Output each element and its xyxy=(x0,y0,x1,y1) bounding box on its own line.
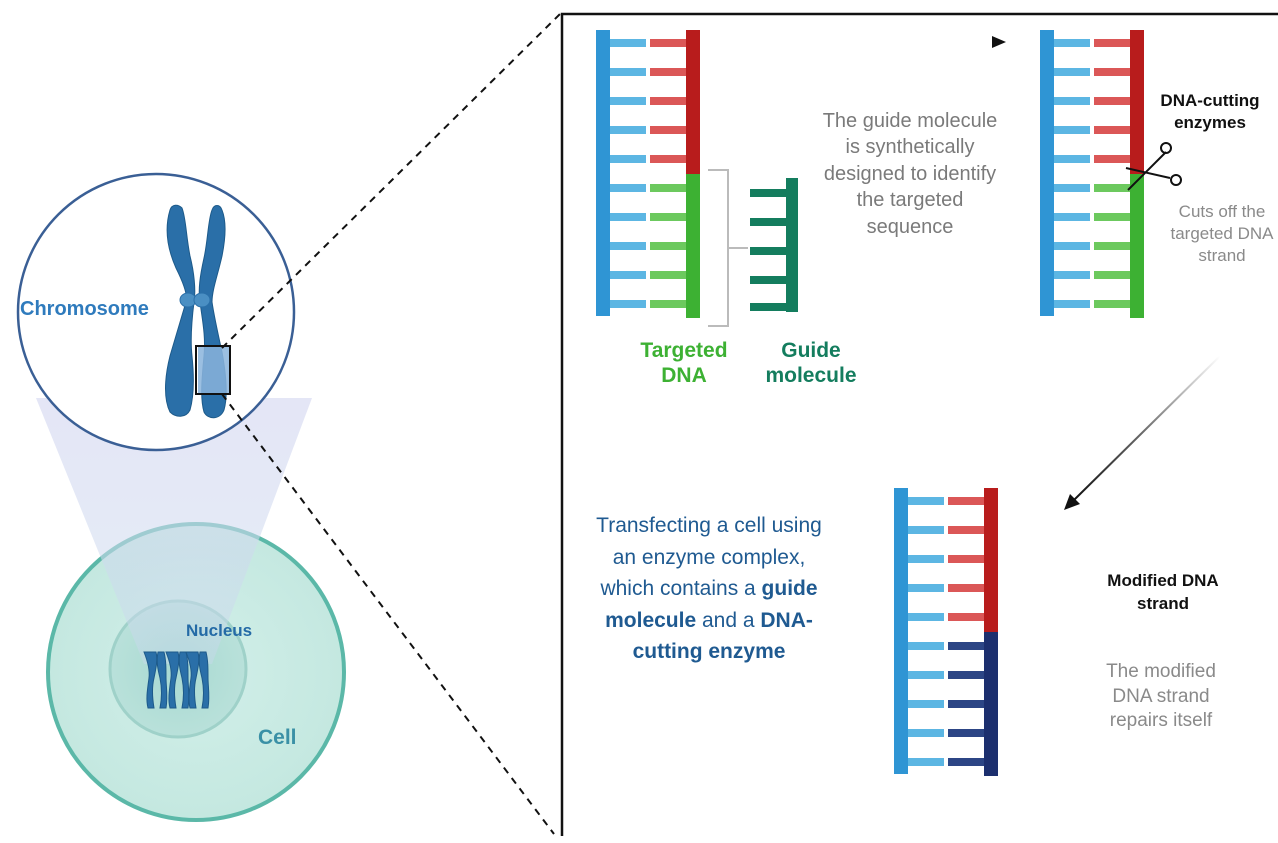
nucleus-chromosomes xyxy=(143,651,210,709)
dna-modified xyxy=(894,488,998,776)
chromosome xyxy=(165,204,230,419)
repairs-itself-description: The modified DNA strand repairs itself xyxy=(1106,661,1216,732)
zoom-panel-frame xyxy=(560,12,1278,836)
transfection-guide: guide molecule xyxy=(605,577,818,632)
selection-box xyxy=(195,345,231,395)
dna-targeted xyxy=(596,30,700,318)
guide-molecule-shape xyxy=(750,178,798,312)
cuts-off-description: Cuts off the targeted DNA strand xyxy=(1170,202,1274,266)
guide-description: The guide molecule is synthetically desi… xyxy=(822,110,998,238)
transfection-part2: and a xyxy=(696,608,761,632)
arrow-right-icon xyxy=(748,36,1006,48)
zoom-cone xyxy=(36,398,312,664)
arrow-down-left-icon xyxy=(1064,355,1221,510)
scissors-icon xyxy=(1125,142,1182,191)
zoom-line-top xyxy=(221,13,561,349)
nucleus-label: Nucleus xyxy=(186,621,253,640)
dna-cut xyxy=(1040,30,1144,318)
dna-cutting-enzymes-label: DNA-cutting enzymes xyxy=(1160,91,1260,133)
transfection-part1: Transfecting a cell using an enzyme comp… xyxy=(596,514,822,600)
cell-label: Cell xyxy=(258,726,297,749)
chromosome-label: Chromosome xyxy=(20,298,149,320)
transfection-enzyme: DNA-cutting enzyme xyxy=(632,608,813,664)
zoom-line-bottom xyxy=(221,393,555,835)
modified-dna-strand-label: Modified DNA strand xyxy=(1107,571,1219,613)
targeted-dna-label: Targeted DNA xyxy=(640,339,728,388)
transfection-description: Transfecting a cell using an enzyme comp… xyxy=(584,510,834,668)
guide-molecule-label: Guide molecule xyxy=(765,339,857,388)
bracket xyxy=(708,169,748,327)
